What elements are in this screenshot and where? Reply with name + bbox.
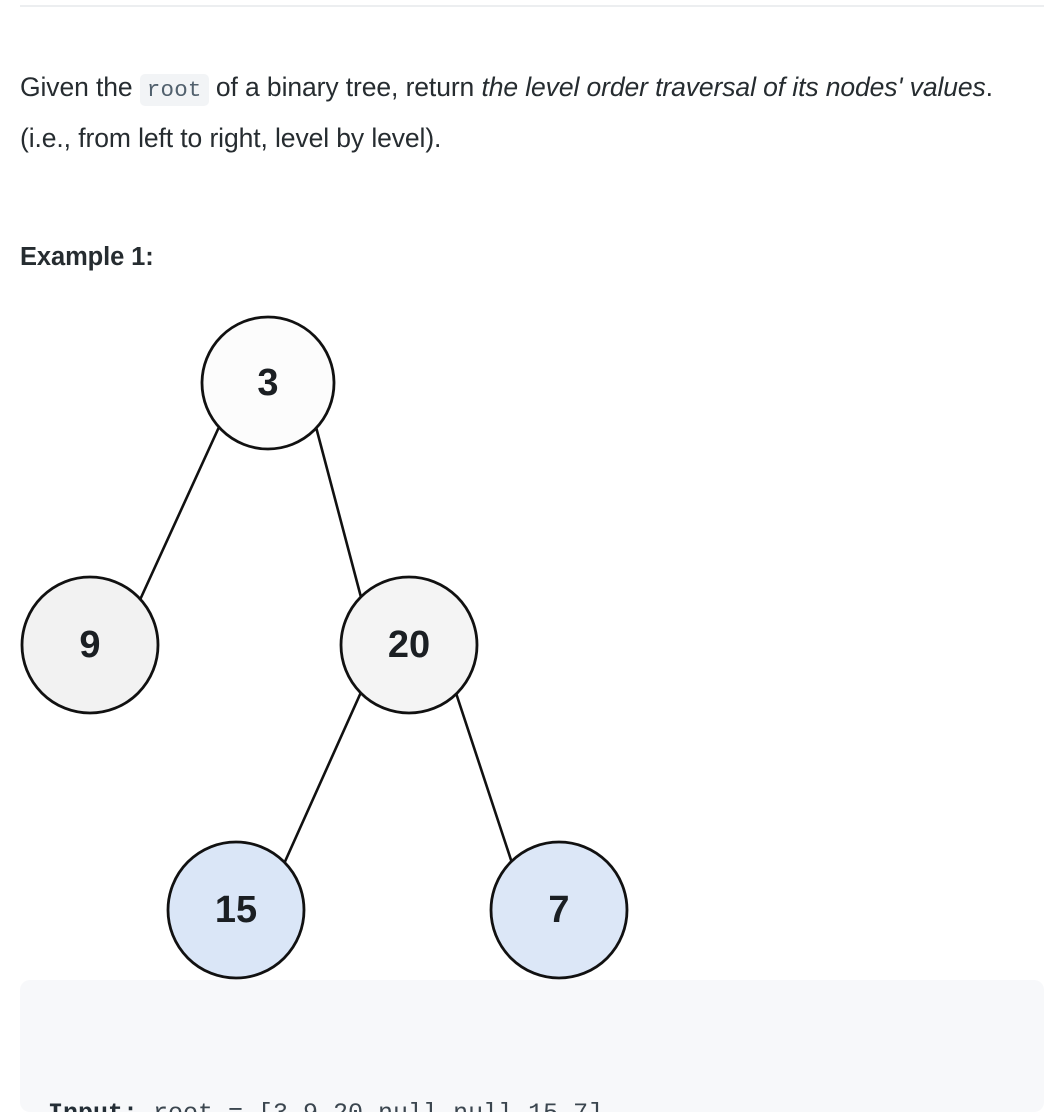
- edge-20-to-15: [281, 688, 364, 868]
- node-circle-15: [166, 840, 306, 980]
- node-label-3: 3: [257, 362, 278, 404]
- tree-node-7: 7: [489, 840, 629, 980]
- statement-text-after-code: of a binary tree, return: [208, 71, 482, 102]
- statement-text-before-code: Given the: [20, 71, 140, 102]
- tree-node-20: 20: [339, 575, 479, 715]
- edge-root-to-9: [137, 425, 221, 604]
- tree-node-3: 3: [200, 315, 336, 451]
- node-label-20: 20: [388, 624, 430, 666]
- node-circle-3: [200, 315, 336, 451]
- example-input-line: Input: root = [3,9,20,null,null,15,7]: [48, 1092, 1044, 1112]
- node-circle-9: [20, 575, 160, 715]
- section-divider: [20, 5, 1044, 7]
- edge-20-to-7: [453, 688, 515, 868]
- node-circle-20: [339, 575, 479, 715]
- node-label-7: 7: [548, 889, 569, 931]
- node-label-15: 15: [215, 889, 257, 931]
- statement-emphasis: the level order traversal of its nodes' …: [481, 71, 986, 102]
- binary-tree-diagram: 3 9 20 15 7: [0, 300, 700, 990]
- problem-statement: Given the root of a binary tree, return …: [20, 63, 1025, 162]
- tree-edges: [137, 425, 515, 868]
- example-1-heading: Example 1:: [20, 243, 154, 271]
- example-io-code-block: Input: root = [3,9,20,null,null,15,7] Ou…: [20, 980, 1044, 1112]
- tree-node-15: 15: [166, 840, 306, 980]
- input-label: Input:: [48, 1099, 138, 1112]
- node-circle-7: [489, 840, 629, 980]
- node-label-9: 9: [79, 624, 100, 666]
- tree-node-9: 9: [20, 575, 160, 715]
- input-value: root = [3,9,20,null,null,15,7]: [138, 1099, 603, 1112]
- tree-nodes: 3 9 20 15 7: [20, 315, 629, 980]
- edge-root-to-20: [314, 425, 364, 603]
- inline-code-root: root: [139, 73, 209, 106]
- statement-text-tail: . (i.e., from left to right, level by le…: [20, 71, 993, 153]
